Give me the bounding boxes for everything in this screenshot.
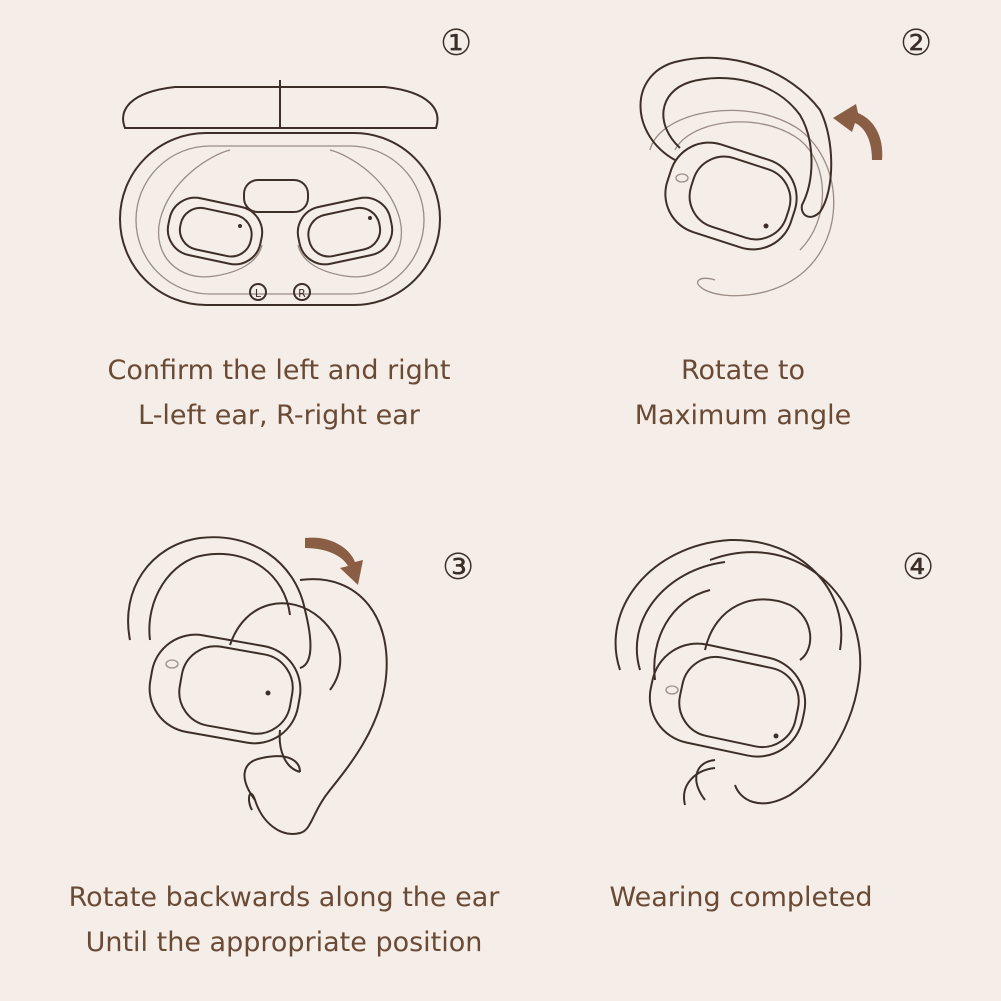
step-2-panel: ② Rotate to Maximum angle (500, 0, 1000, 500)
ear-outline (709, 551, 862, 805)
ear-lobe-fold (695, 759, 716, 801)
left-earbud (166, 196, 264, 266)
step-3-number: ③ (442, 547, 475, 588)
step-3-caption: Rotate backwards along the ear Until the… (34, 875, 534, 965)
case-inner-tray (135, 145, 425, 295)
ear-hook (639, 56, 833, 218)
step-1-caption: Confirm the left and right L-left ear, R… (29, 348, 529, 438)
ear-inner-curve (229, 602, 342, 691)
case-center-slot (243, 179, 309, 213)
rotate-up-arrow (833, 104, 883, 160)
ear-outline (247, 578, 388, 835)
ear-inner-curve (704, 598, 812, 661)
case-body (119, 132, 441, 306)
ghost-hook (649, 109, 835, 297)
case-lid (122, 86, 439, 129)
charging-case-illustration: L R (119, 80, 441, 306)
ear-lobe-fold (243, 755, 301, 801)
step-4-caption: Wearing completed (491, 875, 991, 920)
ear-hook-edge (653, 589, 711, 681)
step-4-number: ④ (902, 547, 935, 588)
step-2-caption-line-2: Maximum angle (634, 400, 852, 431)
left-marker (249, 283, 267, 301)
right-earbud (296, 196, 394, 266)
step-1-caption-line-1: Confirm the left and right (107, 355, 451, 386)
right-marker (293, 283, 311, 301)
ear-canal-curve (278, 729, 301, 773)
left-ear-hook (157, 149, 263, 278)
earbud (148, 633, 302, 745)
step-4-caption-line-1: Wearing completed (609, 882, 873, 913)
step-4-panel: ④ Wearing completed (500, 500, 1000, 1000)
step-3-caption-line-2: Until the appropriate position (85, 927, 483, 958)
step-2-number: ② (900, 23, 933, 64)
ghost-hook-inner (674, 121, 824, 251)
right-marker-label: R (298, 287, 306, 300)
ear-hook (127, 536, 312, 669)
rotate-max-angle-illustration (639, 56, 883, 297)
rotate-down-arrow (305, 537, 363, 585)
step-1-caption-line-2: L-left ear, R-right ear (138, 400, 420, 431)
earbud (664, 141, 798, 251)
earbud (648, 642, 807, 758)
step-3-caption-line-1: Rotate backwards along the ear (68, 882, 500, 913)
ear-hook (614, 538, 843, 671)
step-3-panel: ③ Rotate backwards along the ear Until t… (0, 500, 500, 1000)
step-2-caption: Rotate to Maximum angle (493, 348, 993, 438)
step-1-number: ① (440, 23, 473, 64)
step-1-panel: ① (0, 0, 500, 500)
ear-hook-inner (148, 552, 291, 641)
ear-hook-inner (635, 561, 726, 671)
right-ear-hook (297, 149, 403, 278)
rotate-along-ear-illustration (127, 536, 388, 835)
left-marker-label: L (255, 287, 262, 300)
wearing-completed-illustration (614, 538, 862, 806)
lower-hook (683, 767, 716, 806)
step-2-caption-line-1: Rotate to (680, 355, 806, 386)
